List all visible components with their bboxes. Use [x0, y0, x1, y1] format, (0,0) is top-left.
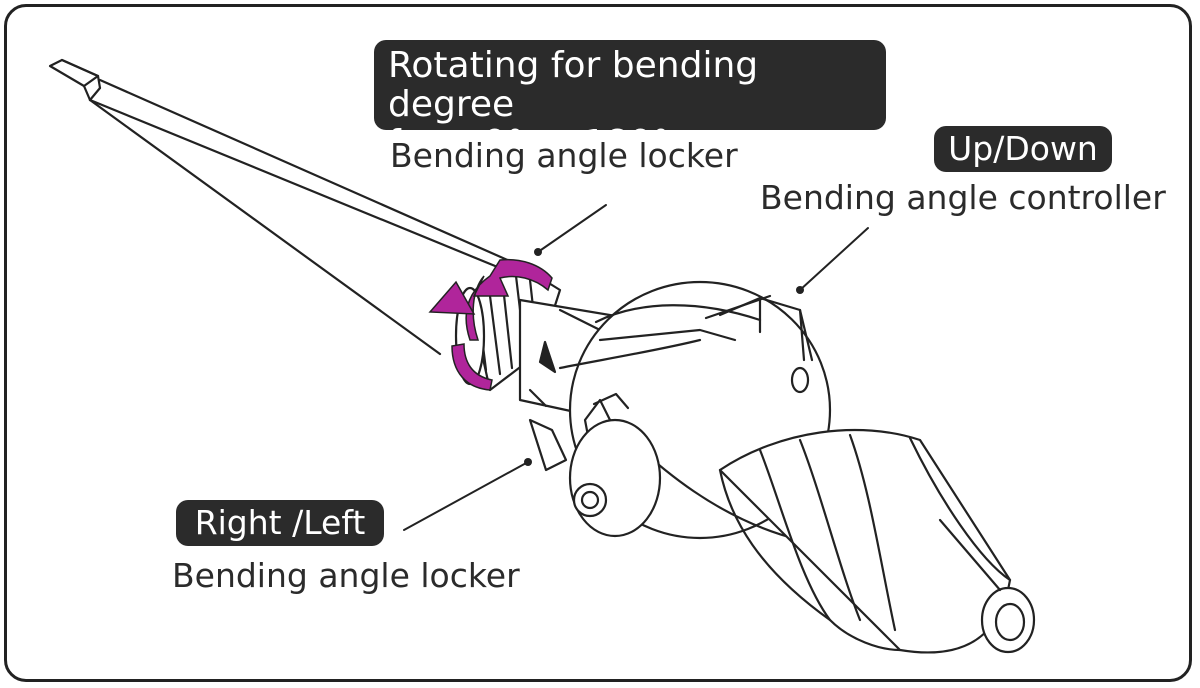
right-left-locker-caption: Bending angle locker — [172, 556, 520, 595]
insertion-tube — [48, 58, 514, 356]
rotation-leader-line — [537, 204, 607, 253]
curved-arrow-icon — [428, 258, 553, 391]
right-left-badge-text: Right /Left — [194, 503, 366, 542]
up-down-badge-text: Up/Down — [948, 129, 1098, 168]
up-down-controller-caption: Bending angle controller — [760, 178, 1166, 217]
rear-handle — [718, 428, 1036, 654]
rotation-degree-line-1: Rotating for bending degree — [388, 45, 759, 125]
right-left-leader-line — [403, 461, 529, 531]
right-left-badge: Right /Left — [176, 500, 384, 546]
up-down-badge: Up/Down — [934, 126, 1112, 172]
rotation-degree-line-2: from 0° to 180° — [388, 123, 670, 164]
leader-lines — [403, 204, 869, 531]
rotation-locker-caption: Bending angle locker — [390, 136, 738, 175]
up-down-leader-line — [799, 227, 869, 291]
rotation-degree-badge: Rotating for bending degree from 0° to 1… — [374, 40, 886, 163]
